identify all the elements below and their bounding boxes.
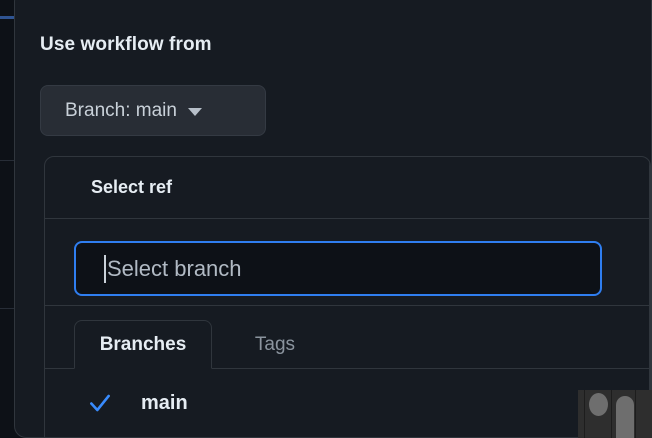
select-ref-panel: Select ref Select branch Branches Tags	[44, 156, 651, 437]
run-workflow-popover: Use workflow from Branch: main Select re…	[14, 0, 652, 438]
branch-search-placeholder: Select branch	[107, 255, 242, 281]
branch-list: main	[45, 369, 650, 437]
popover-content: Use workflow from Branch: main Select re…	[15, 1, 651, 437]
page-accent-line	[0, 16, 14, 19]
tab-branches[interactable]: Branches	[74, 320, 212, 369]
ref-filter-row: Select branch	[45, 219, 650, 306]
tab-tags[interactable]: Tags	[254, 333, 296, 355]
select-ref-title: Select ref	[91, 177, 173, 197]
branch-selector-button[interactable]: Branch: main	[40, 85, 266, 136]
page-background	[0, 0, 18, 438]
tabs-underline	[45, 368, 650, 369]
check-icon	[90, 394, 110, 412]
chevron-down-icon	[187, 108, 202, 116]
page-title: Use workflow from	[40, 34, 212, 55]
list-item-label: main	[141, 391, 188, 414]
widget-slot	[611, 390, 612, 438]
page-divider	[0, 308, 14, 309]
corner-overlay-widget[interactable]	[578, 390, 652, 438]
widget-pill-icon	[616, 396, 634, 438]
widget-dot-icon	[589, 393, 608, 416]
widget-slot	[584, 390, 585, 438]
branch-selector-label: Branch: main	[65, 99, 177, 121]
branch-search-input[interactable]: Select branch	[74, 241, 602, 296]
text-cursor	[104, 254, 106, 283]
page-divider	[0, 160, 14, 161]
list-item[interactable]: main	[45, 379, 650, 427]
ref-tabs: Branches Tags	[45, 306, 650, 369]
select-ref-header: Select ref	[45, 157, 650, 219]
panel-right-divider	[649, 157, 650, 437]
widget-slot	[635, 390, 636, 438]
